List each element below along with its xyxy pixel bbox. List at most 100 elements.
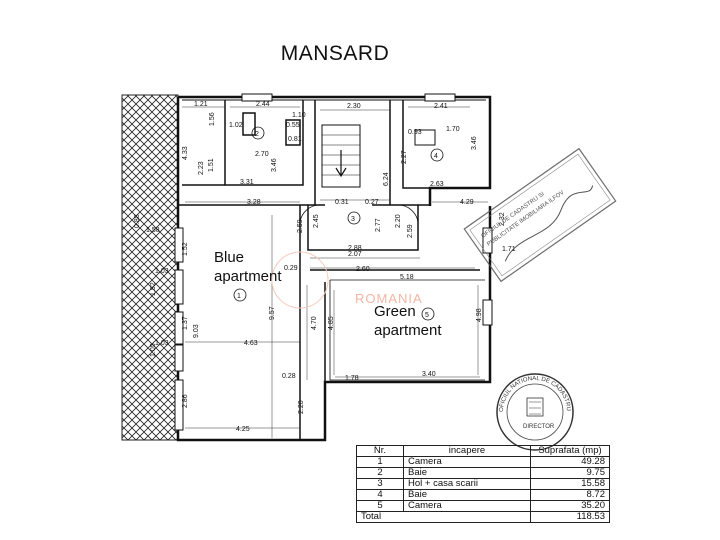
dim-label: 2.20 [395, 214, 402, 228]
dim-label: 5.18 [400, 274, 414, 281]
dim-label: 1.03 [155, 268, 169, 275]
cell-room: Camera [403, 500, 531, 512]
dim-label: 4.29 [460, 199, 474, 206]
dim-label: 0.55 [286, 122, 300, 129]
total-label: Total [356, 511, 531, 523]
dim-label: 2.44 [256, 101, 270, 108]
dim-label: 1.51 [208, 158, 215, 172]
dim-label: 1.71 [502, 246, 516, 253]
room-markers [233, 126, 444, 321]
room-marker-5 [421, 307, 435, 321]
dim-label: 4.63 [244, 340, 258, 347]
dim-label: 2.88 [348, 245, 362, 252]
dim-label: 2.07 [348, 251, 362, 258]
dim-label: 1.92 [150, 282, 157, 296]
blue-label-line: Blue [214, 249, 245, 266]
dim-label: 1.78 [345, 375, 359, 382]
cell-room: Baie [403, 467, 531, 479]
dim-label: 0.31 [335, 199, 349, 206]
room-number-1: 1 [237, 293, 241, 300]
dim-label: 2.27 [401, 150, 408, 164]
header-nr: Nr. [356, 445, 404, 457]
dim-label: 1.10 [292, 112, 306, 119]
dim-label: 3.31 [240, 179, 254, 186]
dim-label: 2.60 [356, 266, 370, 273]
room-marker-3 [347, 211, 361, 225]
cell-area: 8.72 [530, 489, 610, 501]
dim-label: 2.70 [255, 151, 269, 158]
cell-nr: 4 [356, 489, 404, 501]
cell-room: Baie [403, 489, 531, 501]
green-label-line: apartment [374, 322, 442, 339]
blue-apartment-label: Blue apartment [214, 248, 282, 286]
room-number-4: 4 [434, 153, 438, 160]
dim-label: 2.59 [297, 219, 304, 233]
header-room: incapere [403, 445, 531, 457]
header-area: Suprafata (mp) [530, 445, 610, 457]
dim-label: 2.30 [347, 103, 361, 110]
office-stamp: OFICIUL DE CADASTRU SI PUBLICITATE IMOBI… [463, 147, 617, 283]
green-apartment-label: Green apartment [374, 302, 442, 340]
dim-label: 2.77 [375, 218, 382, 232]
watermark-text: ROMANIA [355, 291, 423, 306]
dim-label: 0.81 [288, 136, 302, 143]
dim-label: 2.32 [499, 212, 506, 226]
dim-label: 2.63 [430, 181, 444, 188]
windows [174, 93, 493, 431]
dim-label: 2.20 [298, 400, 305, 414]
dim-label: 3.46 [271, 158, 278, 172]
dim-label: 4.70 [311, 316, 318, 330]
dim-label: 2.41 [434, 103, 448, 110]
dim-label: 1.02 [229, 122, 243, 129]
cell-nr: 5 [356, 500, 404, 512]
dim-label: 0.27 [365, 199, 379, 206]
dim-label: 4.33 [182, 146, 189, 160]
cell-area: 35.20 [530, 500, 610, 512]
dim-label: 0.88 [134, 214, 141, 228]
dim-label: 1.05 [150, 343, 157, 357]
room-marker-2 [251, 126, 265, 140]
bathroom-4-walls [402, 100, 470, 189]
dim-label: 2.45 [313, 214, 320, 228]
watermark-circle [271, 251, 329, 309]
dim-label: 0.28 [282, 373, 296, 380]
dim-label: 9.03 [193, 324, 200, 338]
hatched-wall [121, 94, 179, 441]
room-marker-1 [233, 288, 247, 302]
dim-label: 1.03 [155, 340, 169, 347]
dimension-labels-vertical: 1.56 4.33 2.23 1.51 3.46 6.24 2.27 3.46 … [134, 112, 506, 414]
dim-label: 1.37 [182, 316, 189, 330]
room-number-3: 3 [351, 216, 355, 223]
dim-label: 9.57 [269, 306, 276, 320]
cell-nr: 3 [356, 478, 404, 490]
total-value: 118.53 [530, 511, 610, 523]
dim-label: 4.25 [236, 426, 250, 433]
cell-room: Hol + casa scarii [403, 478, 531, 490]
dimension-labels: 1.21 2.44 2.30 2.41 1.02 1.10 0.55 0.81 … [146, 101, 516, 433]
dim-label: 4.85 [328, 316, 335, 330]
dim-label: 3.40 [422, 371, 436, 378]
dim-label: 2.23 [198, 161, 205, 175]
dim-label: 0.29 [284, 265, 298, 272]
blue-label-line: apartment [214, 268, 282, 285]
dim-label: 2.86 [182, 394, 189, 408]
dim-label: 3.46 [471, 136, 478, 150]
dim-label: 4.98 [476, 308, 483, 322]
dim-label: 0.93 [408, 129, 422, 136]
cell-area: 49.28 [530, 456, 610, 468]
cell-nr: 1 [356, 456, 404, 468]
dim-label: 6.24 [383, 172, 390, 186]
dim-label: 1.70 [446, 126, 460, 133]
cell-nr: 2 [356, 467, 404, 479]
table-header-row: Nr. incapere Suprafata (mp) [356, 445, 610, 457]
dim-label: 2.59 [407, 224, 414, 238]
cell-area: 15.58 [530, 478, 610, 490]
stamp-director: DIRECTOR [523, 424, 555, 430]
